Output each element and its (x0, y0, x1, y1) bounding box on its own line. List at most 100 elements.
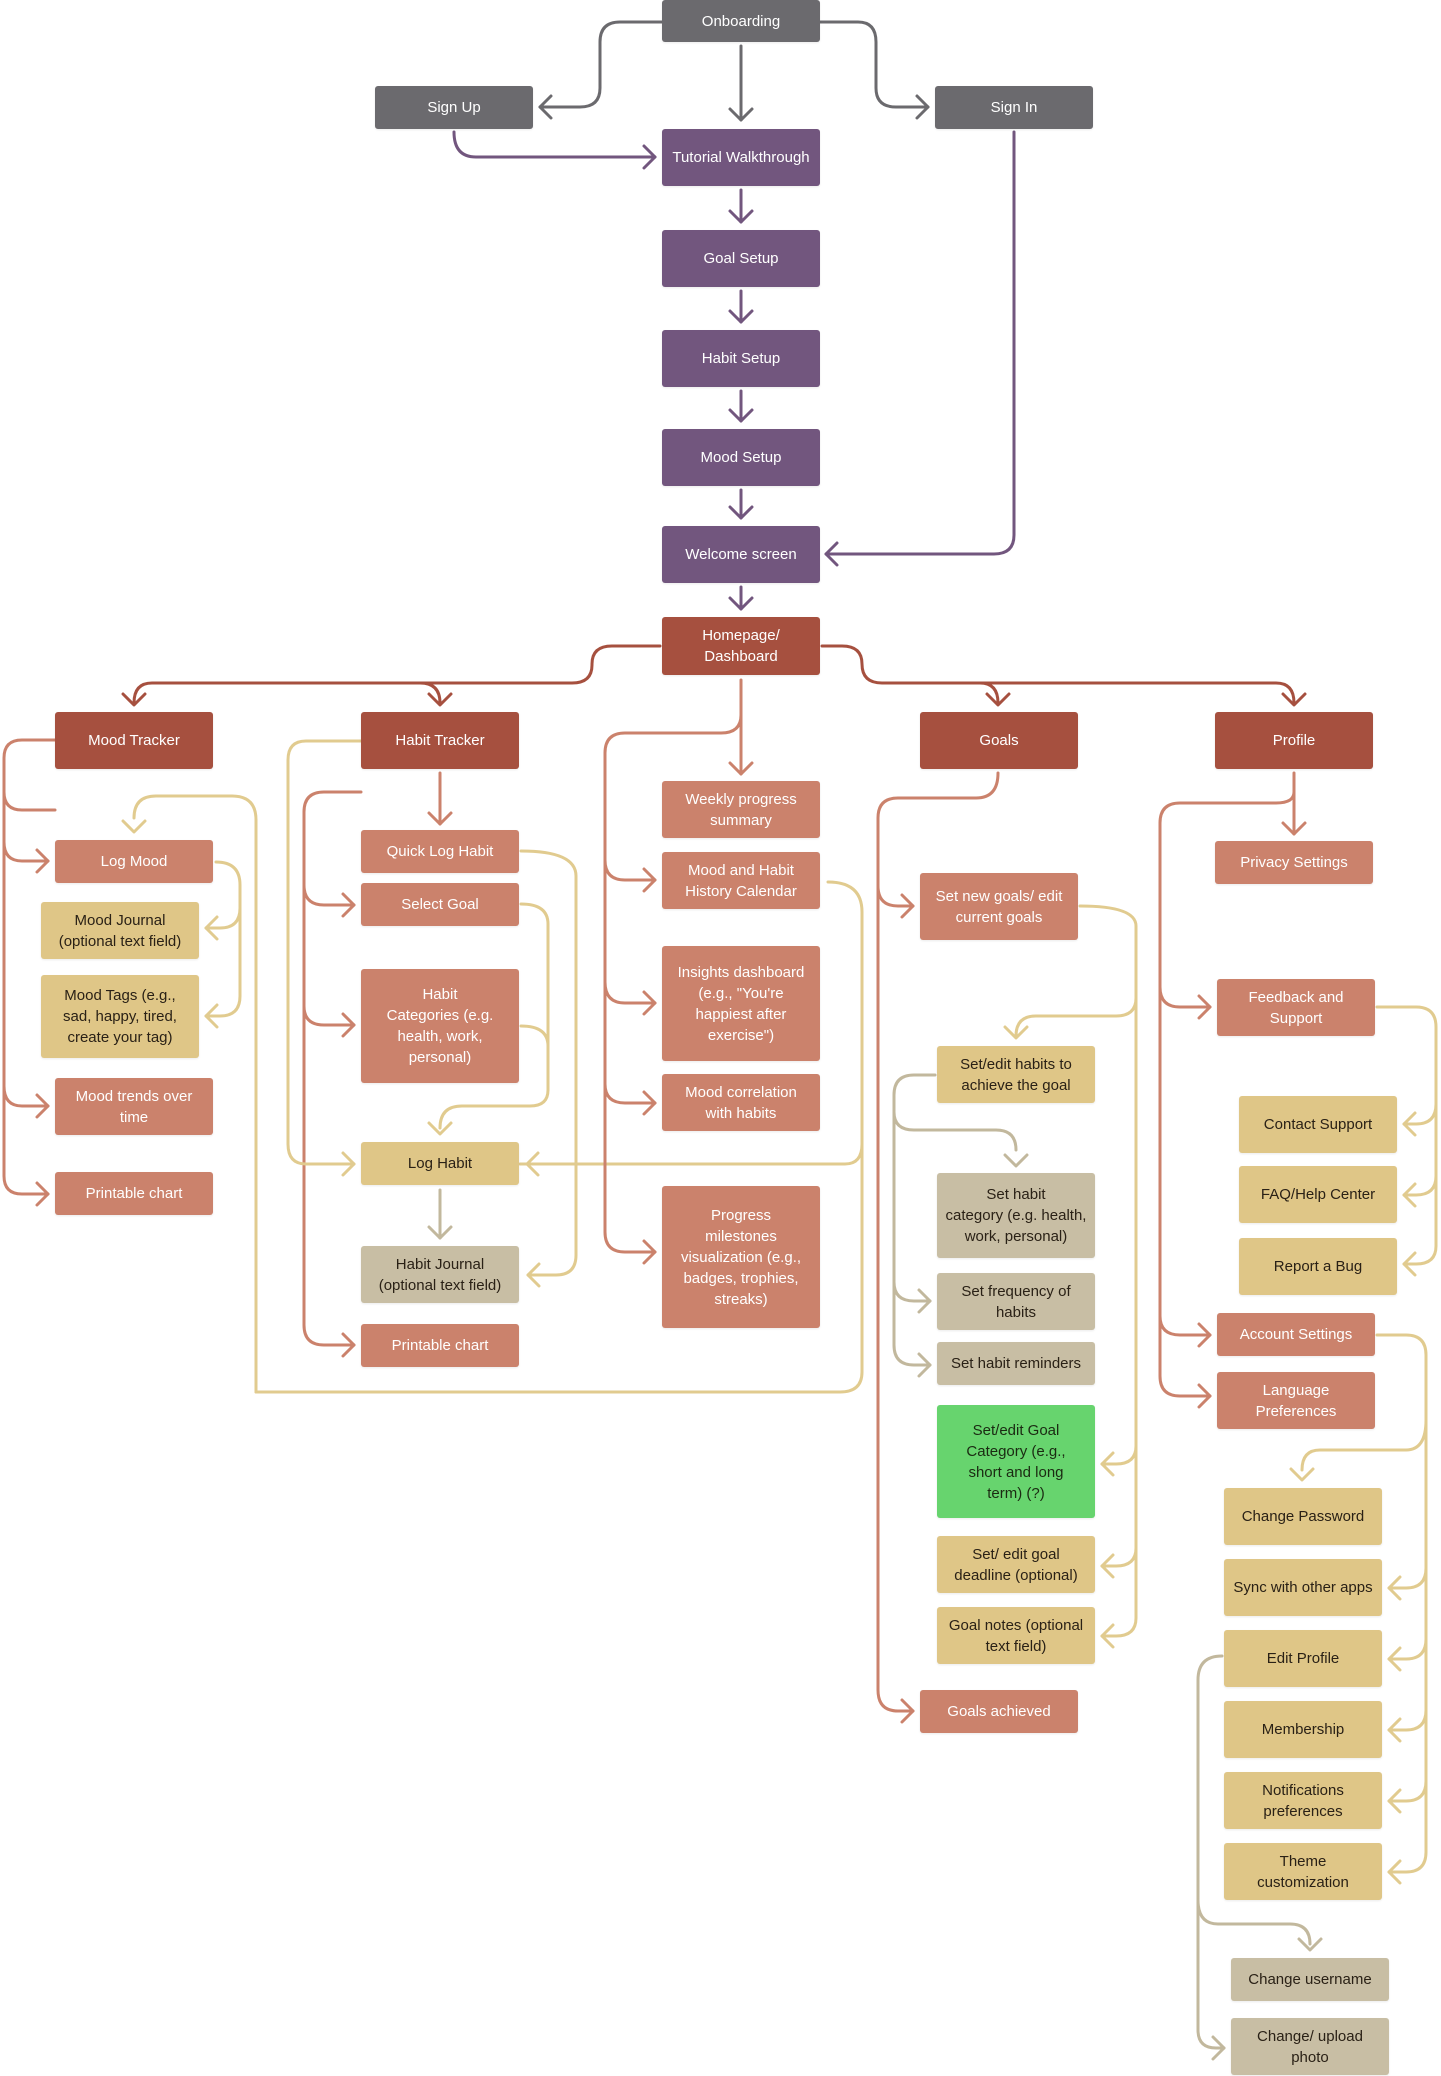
arrowhead-93 (1197, 1383, 1212, 1409)
arrowhead-97 (1197, 1322, 1212, 1348)
connector-line-88 (892, 1280, 932, 1303)
arrowhead-26 (1281, 692, 1307, 707)
goals-node[interactable]: Goals (920, 712, 1078, 769)
connector-line-86 (892, 1110, 1018, 1152)
homepage-dashboard-node[interactable]: Homepage/Dashboard (662, 617, 820, 675)
connector-line-76 (1014, 904, 1138, 1038)
habit-tracker-node[interactable]: Habit Tracker (361, 712, 519, 769)
connector-line-29 (2, 738, 57, 1196)
habit-printable-chart-node[interactable]: Printable chart (361, 1324, 519, 1367)
arrowhead-111 (1387, 1717, 1402, 1743)
connector-line-49 (302, 1004, 356, 1027)
habit-setup-node[interactable]: Habit Setup (662, 330, 820, 387)
connector-line-106 (1387, 1566, 1428, 1590)
arrowhead-115 (1289, 1467, 1315, 1482)
arrowhead-101 (1402, 1111, 1417, 1137)
connector-line-9 (824, 130, 1016, 556)
connector-line-96 (1158, 1314, 1212, 1337)
change-password-node[interactable]: Change Password (1224, 1488, 1382, 1545)
connector-line-40 (254, 880, 864, 1394)
quick-log-habit-node[interactable]: Quick Log Habit (361, 830, 519, 873)
privacy-settings-node[interactable]: Privacy Settings (1215, 841, 1373, 884)
arrowhead-77 (1003, 1025, 1029, 1040)
edit-profile-node[interactable]: Edit Profile (1224, 1630, 1382, 1687)
log-habit-node[interactable]: Log Habit (361, 1142, 519, 1185)
arrowhead-59 (427, 1225, 453, 1240)
mood-printable-chart-node[interactable]: Printable chart (55, 1172, 213, 1215)
arrowhead-6 (728, 107, 754, 122)
mood-tracker-node[interactable]: Mood Tracker (55, 712, 213, 769)
mood-setup-node[interactable]: Mood Setup (662, 429, 820, 486)
profile-node[interactable]: Profile (1215, 712, 1373, 769)
goals-achieved-node[interactable]: Goals achieved (920, 1690, 1078, 1733)
arrowhead-85 (917, 1352, 932, 1378)
connector-line-108 (1387, 1637, 1428, 1661)
goal-setup-node[interactable]: Goal Setup (662, 230, 820, 287)
connector-line-112 (1387, 1779, 1428, 1803)
arrowhead-119 (1297, 1937, 1323, 1952)
arrowhead-39 (204, 1003, 219, 1029)
connector-line-56 (519, 1024, 550, 1092)
tutorial-walkthrough-node[interactable]: Tutorial Walkthrough (662, 129, 820, 186)
connector-line-32 (2, 840, 50, 863)
account-settings-node[interactable]: Account Settings (1217, 1313, 1375, 1356)
arrowhead-30 (35, 1181, 50, 1207)
arrowhead-20 (728, 596, 754, 611)
faq-help-center-node[interactable]: FAQ/Help Center (1239, 1166, 1397, 1223)
set-reminders-node[interactable]: Set habit reminders (937, 1342, 1095, 1385)
report-bug-node[interactable]: Report a Bug (1239, 1238, 1397, 1295)
arrowhead-73 (900, 1698, 915, 1724)
mood-tags-node[interactable]: Mood Tags (e.g.,sad, happy, tired,create… (41, 975, 199, 1058)
arrowhead-69 (642, 990, 657, 1016)
connector-line-34 (2, 1084, 50, 1108)
onboarding-node[interactable]: Onboarding (662, 0, 820, 42)
arrowhead-24 (427, 692, 453, 707)
connector-line-82 (1100, 1546, 1138, 1638)
arrowhead-67 (642, 867, 657, 893)
arrowhead-42 (121, 819, 147, 834)
change-username-node[interactable]: Change username (1231, 1958, 1389, 2001)
sync-apps-node[interactable]: Sync with other apps (1224, 1559, 1382, 1616)
select-goal-node[interactable]: Select Goal (361, 883, 519, 926)
arrowhead-109 (1387, 1646, 1402, 1672)
sign-up-node[interactable]: Sign Up (375, 86, 533, 129)
arrowhead-52 (341, 1151, 356, 1177)
membership-node[interactable]: Membership (1224, 1701, 1382, 1758)
welcome-screen-node[interactable]: Welcome screen (662, 526, 820, 583)
connector-line-41 (132, 794, 258, 1394)
log-mood-node[interactable]: Log Mood (55, 840, 213, 883)
arrowhead-44 (427, 811, 453, 826)
mood-journal-node[interactable]: Mood Journal(optional text field) (41, 902, 199, 959)
arrowhead-117 (1211, 2035, 1226, 2061)
habit-journal-node[interactable]: Habit Journal(optional text field) (361, 1246, 519, 1303)
connector-line-84 (892, 1073, 937, 1367)
arrowhead-10 (824, 541, 839, 567)
arrowhead-8 (642, 144, 657, 170)
contact-support-node[interactable]: Contact Support (1239, 1096, 1397, 1153)
arrowhead-65 (642, 1239, 657, 1265)
connector-line-110 (1387, 1708, 1428, 1732)
arrowhead-28 (985, 692, 1011, 707)
arrowhead-105 (1387, 1859, 1402, 1885)
sign-in-node[interactable]: Sign In (935, 86, 1093, 129)
